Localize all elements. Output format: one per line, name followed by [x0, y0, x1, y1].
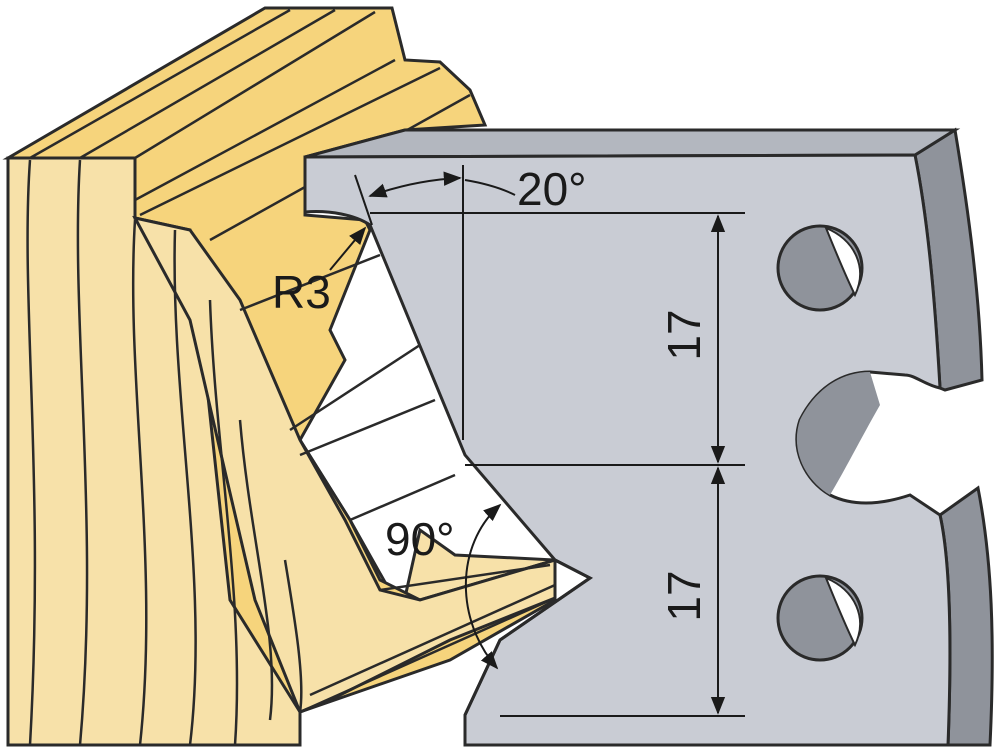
wood-grain-lines	[26, 159, 303, 746]
wood-workpiece	[2, 6, 557, 747]
angle-90-arc	[464, 503, 502, 670]
profile-blade	[303, 127, 994, 747]
ref-line-angled	[354, 174, 373, 226]
radius-label: R3	[272, 266, 331, 318]
mounting-slot	[796, 372, 880, 495]
blade-notch	[463, 558, 593, 716]
dimension-label-lower: 17	[658, 570, 710, 621]
radius-leader	[329, 226, 367, 271]
angle-label-bottom: 90°	[385, 513, 455, 565]
dimension-label-upper: 17	[658, 309, 710, 360]
wood-top-surface	[2, 6, 557, 714]
wood-profile-face	[132, 215, 557, 714]
mounting-hole-upper	[776, 224, 864, 312]
dimension-lines	[329, 165, 745, 717]
angle-20-arc	[368, 171, 462, 198]
wood-top-stripes	[29, 8, 556, 714]
angle-label-top: 20°	[517, 163, 587, 215]
angle-20-leader	[464, 179, 516, 196]
blade-top-edge	[304, 128, 961, 159]
mounting-hole-lower	[776, 574, 864, 662]
